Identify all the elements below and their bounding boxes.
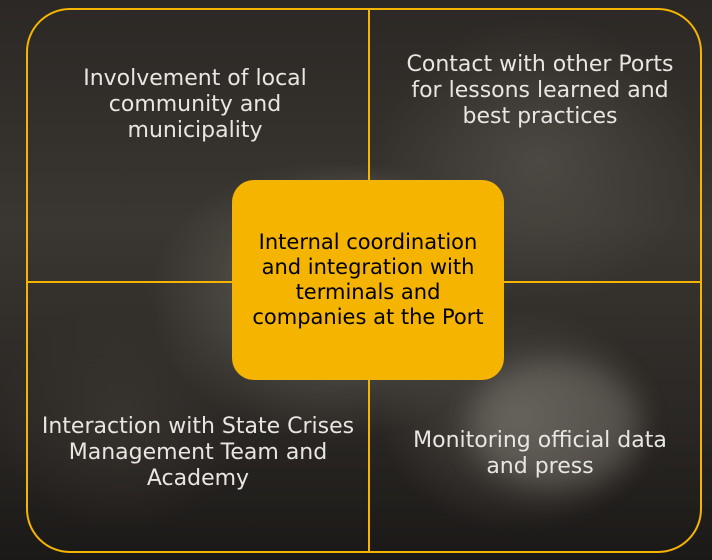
center-box: Internal coordination and integration wi… (232, 180, 504, 380)
quadrant-top-right-text: Contact with other Ports for lessons lea… (406, 52, 674, 129)
quadrant-top-left-text: Involvement of local community and munic… (83, 66, 307, 143)
quadrant-bottom-right-text: Monitoring official data and press (413, 428, 667, 479)
quadrant-bottom-left-text: Interaction with State Crises Management… (41, 414, 355, 491)
background-photo-shape (470, 360, 640, 490)
rounded-frame (26, 8, 702, 553)
center-box-text: Internal coordination and integration wi… (252, 230, 484, 329)
